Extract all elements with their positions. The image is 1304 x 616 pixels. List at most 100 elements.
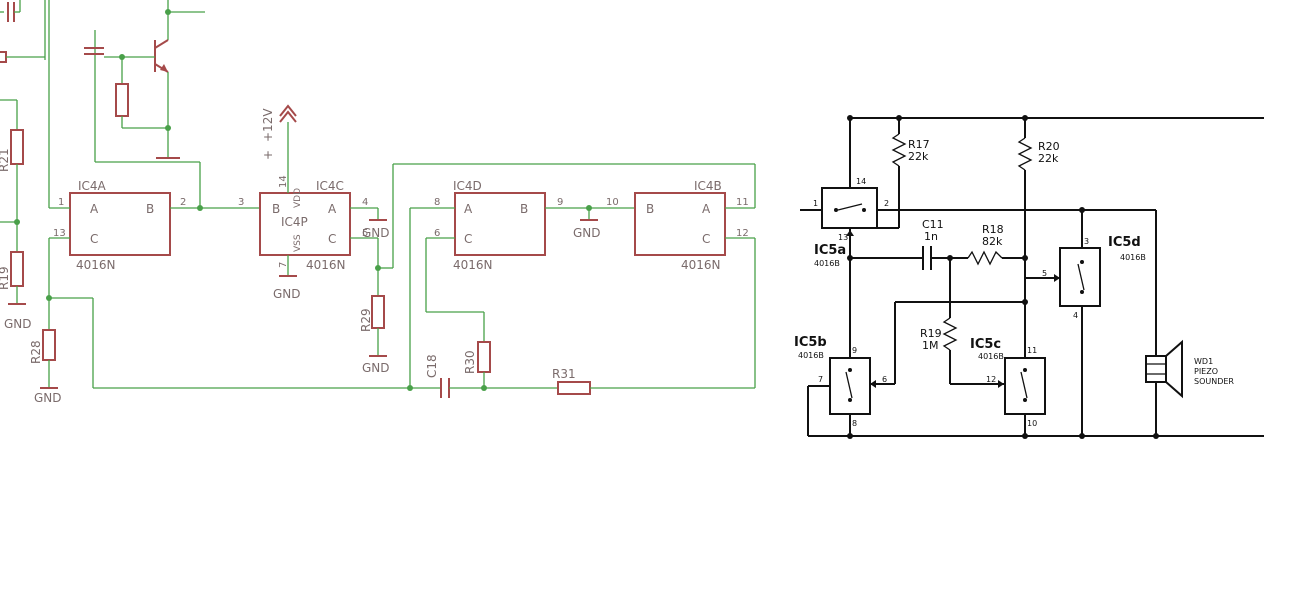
r31-label: R31 [552,367,576,381]
ic5b-pin-9: 9 [852,346,857,355]
supply-label: +12V [261,108,275,142]
r30-label: R30 [463,350,477,374]
gnd-label-5: GND [362,361,390,375]
ic4b-pin-11: 11 [736,197,749,208]
ic5b-name: IC5b [794,335,827,350]
ic4a-pin-13: 13 [53,228,66,239]
ic5d-type: 4016B [1120,253,1146,262]
ic4a-pin-c: C [90,232,98,246]
ic4b-pin-b: B [646,202,654,216]
ic5a-pin-2: 2 [884,199,889,208]
c11-name: C11 [922,218,944,231]
c18-label: C18 [425,354,439,378]
gnd-label-1: GND [4,317,32,331]
c11-value: 1n [924,230,938,243]
resistor-r31 [557,381,591,395]
ic4c-type: 4016N [306,258,346,272]
gnd-label-2: GND [34,391,62,405]
ic5c-name: IC5c [970,337,1001,352]
ic4d-pin-8: 8 [434,197,440,208]
ic4c-pin-b: B [272,202,280,216]
ic4c-pin-c: C [328,232,336,246]
supply-plus: + [261,150,275,160]
ic4c-pin-4: 4 [362,197,368,208]
ic4d-type: 4016N [453,258,493,272]
r29-label: R29 [359,308,373,332]
r18-name: R18 [982,223,1004,236]
ic5d-name: IC5d [1108,235,1141,250]
r17-name: R17 [908,138,930,151]
r19-left-label: R19 [0,266,11,290]
ic5a-pin-14: 14 [856,177,866,186]
resistor-r30 [477,341,491,373]
ic5c-pin-10: 10 [1027,419,1037,428]
resistor-r29 [371,295,385,329]
piezo-sounder: WD1 PIEZO SOUNDER [1145,210,1234,436]
right-schematic: 14 1 2 13 IC5a 4016B R17 22k C11 1n R1 [794,115,1264,439]
gnd-label-3: GND [273,287,301,301]
r20-value: 22k [1038,152,1059,165]
resistor-r21 [10,129,24,165]
ic4p-vss: VSS [293,234,303,252]
ic5b-type: 4016B [798,351,824,360]
switch-ic5d: 3 5 4 IC5d 4016B [1042,235,1146,320]
ic5c-type: 4016B [978,352,1004,361]
resistor-r19-left [10,251,24,287]
ic4p-vdd: VDD [293,188,303,208]
ic4d-pin-a: A [464,202,473,216]
r20-name: R20 [1038,140,1060,153]
ic4c-pin-3: 3 [238,197,244,208]
ic4c-pin-a: A [328,202,337,216]
chip-ic4d: IC4D 4016N A B C 8 9 6 [434,179,563,272]
r17-value: 22k [908,150,929,163]
ic4p-pin-7: 7 [278,262,289,268]
ic5b-pin-6: 6 [882,375,887,384]
ic5c-pin-11: 11 [1027,346,1037,355]
ic4a-name: IC4A [78,179,107,193]
r28-label: R28 [29,340,43,364]
ic5a-name: IC5a [814,243,846,258]
r19-right-name: R19 [920,327,942,340]
ic4d-pin-b: B [520,202,528,216]
ic5a-type: 4016B [814,259,840,268]
ic4a-type: 4016N [76,258,116,272]
switch-ic5c: 11 12 10 IC5c 4016B [970,337,1046,428]
ic4a-pin-2: 2 [180,197,186,208]
switch-ic5a: 14 1 2 13 IC5a 4016B [813,177,889,268]
ic4a-pin-1: 1 [58,197,64,208]
ic5b-pin-7: 7 [818,375,823,384]
ic4b-name: IC4B [694,179,722,193]
ic5b-pin-8: 8 [852,419,857,428]
ic5d-pin-5: 5 [1042,269,1047,278]
ic4b-pin-10: 10 [606,197,619,208]
sounder-line2: PIEZO [1194,367,1218,376]
r19-right-value: 1M [922,339,939,352]
ic4p-pin-14: 14 [278,175,289,188]
sounder-ref: WD1 [1194,357,1213,366]
ic4p-name: IC4P [281,215,308,229]
ic4a-pin-b: B [146,202,154,216]
r18-value: 82k [982,235,1003,248]
ic4d-pin-6: 6 [434,228,440,239]
chip-ic4a: IC4A 4016N A B C 1 2 13 [53,179,186,272]
sounder-line3: SOUNDER [1194,377,1234,386]
left-schematic: R21 R19 GND IC4A [0,0,756,405]
r21-label: R21 [0,148,11,172]
ic4b-pin-a: A [702,202,711,216]
resistor-r28 [42,329,56,361]
ic4d-pin-c: C [464,232,472,246]
ic4d-name: IC4D [453,179,482,193]
gnd-label-4: GND [362,226,390,240]
ic4b-type: 4016N [681,258,721,272]
ic5d-pin-3: 3 [1084,237,1089,246]
ic4d-pin-9: 9 [557,197,563,208]
gnd-label-6: GND [573,226,601,240]
ic4b-pin-12: 12 [736,228,749,239]
ic5d-pin-4: 4 [1073,311,1078,320]
chip-ic4c: IC4C 4016N A B C IC4P VDD VSS 14 7 3 4 5 [238,175,368,272]
ic4a-pin-a: A [90,202,99,216]
ic5a-pin-13: 13 [838,233,848,242]
ic5a-pin-1: 1 [813,199,818,208]
ic5c-pin-12: 12 [986,375,996,384]
